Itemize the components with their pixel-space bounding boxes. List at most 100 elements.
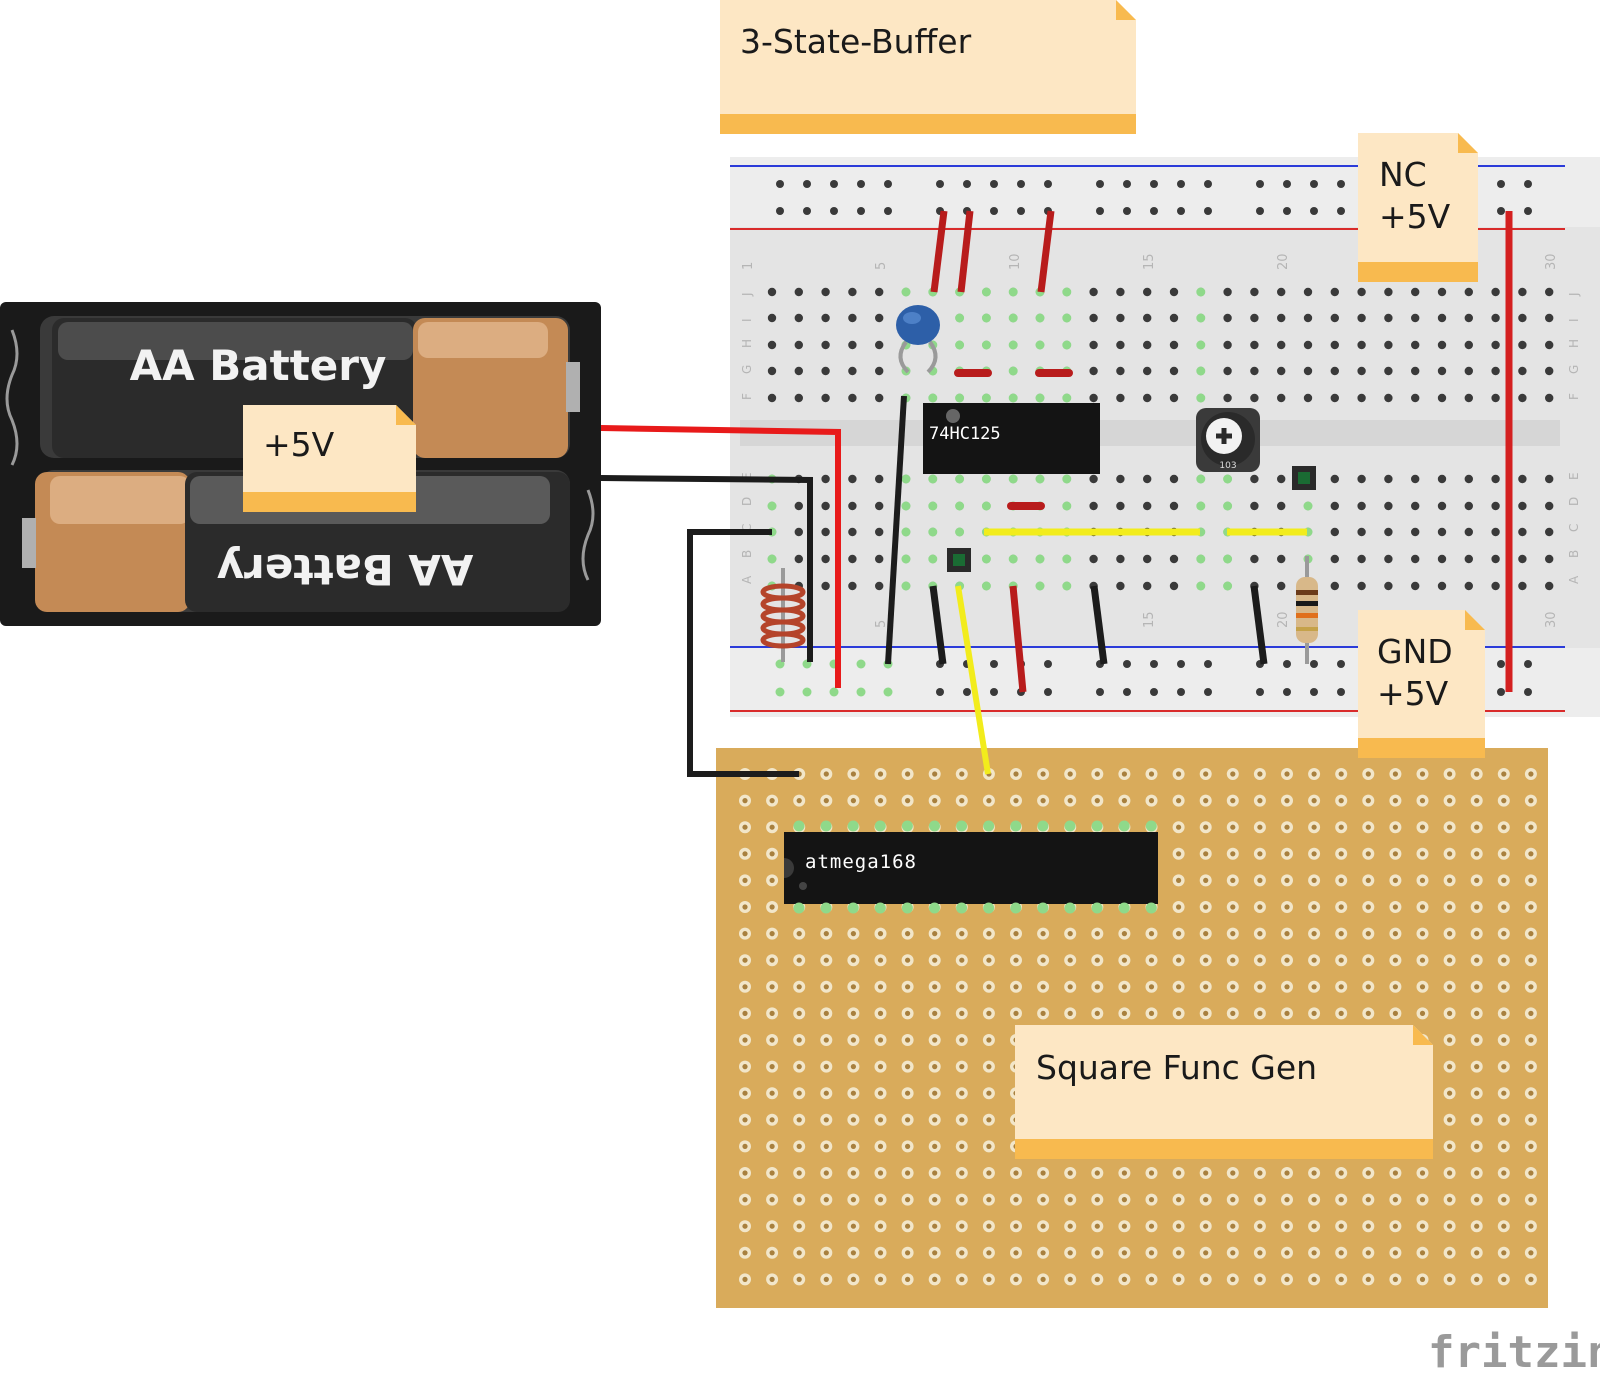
perfboard-hole-center: [1447, 1276, 1453, 1282]
spring-icon: [581, 489, 595, 581]
perfboard-hole-center: [1528, 1064, 1534, 1070]
perfboard-hole-center: [1419, 1223, 1426, 1229]
rail-hole: [857, 180, 865, 188]
connected-hole: [1008, 287, 1018, 297]
perfboard-hole-center: [1067, 1010, 1073, 1017]
connected-hole: [981, 474, 991, 484]
perfboard-hole-center: [796, 1170, 802, 1176]
perfboard-hole-center: [959, 1170, 965, 1176]
perfboard-hole-center: [986, 931, 992, 937]
breadboard-hole: [1518, 581, 1527, 591]
perfboard-hole-center: [877, 1090, 884, 1096]
rail-hole: [1497, 688, 1505, 696]
perfboard-hole-center: [986, 1117, 992, 1123]
perfboard-hole-center: [742, 851, 748, 857]
breadboard-hole: [1143, 287, 1152, 297]
perfboard-hole-center: [742, 1170, 748, 1176]
perfboard-hole-center: [1501, 904, 1507, 910]
perfboard-hole-center: [1284, 984, 1290, 990]
breadboard-hole: [1437, 581, 1447, 591]
column-number: 1: [741, 262, 756, 270]
perfboard-hole-center: [1284, 1250, 1290, 1256]
perfboard-hole-center: [796, 1090, 802, 1096]
perfboard-hole-center: [1203, 984, 1209, 990]
breadboard-hole: [1330, 527, 1340, 537]
perfboard-hole-center: [1311, 1276, 1317, 1282]
perfboard-hole-center: [1528, 798, 1534, 804]
perfboard-hole-center: [959, 1064, 965, 1070]
rail-hole: [830, 207, 838, 215]
atmega168-pin: [1145, 902, 1157, 914]
rail-hole: [990, 660, 998, 668]
perfboard-hole-center: [1419, 1010, 1426, 1017]
jumper-red: [1009, 585, 1027, 693]
row-letter: E: [1567, 472, 1581, 480]
breadboard-hole: [821, 554, 830, 564]
rail-hole: [1310, 660, 1318, 668]
perfboard-hole-center: [1203, 1276, 1209, 1282]
perfboard-hole-center: [959, 1143, 965, 1149]
perfboard-hole-center: [1040, 957, 1046, 963]
perfboard-hole-center: [1148, 771, 1155, 777]
breadboard-hole: [848, 554, 857, 564]
perfboard-hole-center: [1230, 771, 1236, 777]
jumper-red: [930, 210, 948, 293]
atmega168-pin: [820, 902, 832, 914]
perfboard-hole-center: [1284, 824, 1290, 830]
perfboard-hole-center: [1176, 1010, 1182, 1017]
perfboard-hole-center: [905, 1276, 911, 1282]
resistor-icon: [1296, 556, 1318, 664]
breadboard-hole: [821, 581, 830, 591]
battery-label-bottom: AA Battery: [217, 545, 474, 594]
perfboard-hole-center: [986, 1090, 992, 1096]
perfboard-hole-center: [1501, 824, 1507, 830]
breadboard-hole: [875, 287, 884, 297]
breadboard-hole: [821, 313, 830, 323]
rail-hole: [1337, 688, 1345, 696]
jumper-red: [1037, 210, 1055, 293]
perfboard-hole-center: [1474, 1250, 1480, 1256]
connected-hole: [1223, 474, 1233, 484]
perfboard-hole-center: [1501, 771, 1507, 777]
perfboard-hole-center: [796, 1037, 802, 1043]
perfboard-hole-center: [1176, 984, 1182, 990]
perfboard-hole-center: [1013, 1250, 1019, 1256]
breadboard-hole: [1384, 554, 1393, 564]
perfboard-hole-center: [1040, 1170, 1046, 1176]
perfboard-hole-center: [1121, 957, 1127, 963]
perfboard-hole-center: [1338, 851, 1344, 857]
atmega168-pin: [793, 820, 805, 832]
connected-hole: [928, 474, 938, 484]
breadboard-hole: [848, 287, 857, 297]
perfboard-hole-center: [1419, 957, 1426, 963]
perfboard-hole-center: [1230, 984, 1236, 990]
rail-hole: [884, 207, 892, 215]
breadboard-hole: [1250, 287, 1259, 297]
breadboard-hole: [1384, 366, 1393, 376]
perfboard-hole-center: [1040, 984, 1046, 990]
row-letter: F: [1567, 393, 1581, 400]
perfboard-hole-center: [1419, 1276, 1426, 1282]
atmega168-pin: [929, 902, 940, 914]
perfboard-hole-center: [877, 1037, 884, 1043]
perfboard-hole-center: [1501, 1064, 1507, 1070]
connected-hole: [928, 527, 938, 537]
connected-hole: [1196, 474, 1206, 484]
atmega168-pin: [1091, 820, 1103, 832]
perfboard-hole-center: [932, 1223, 938, 1229]
breadboard-hole: [1518, 474, 1527, 484]
breadboard-hole: [821, 501, 830, 511]
perfboard-hole-center: [1447, 824, 1453, 830]
connected-hole: [901, 287, 911, 297]
breadboard-hole: [1330, 393, 1340, 403]
perfboard-hole-center: [1338, 931, 1344, 937]
perfboard-hole-center: [1392, 1197, 1398, 1203]
breadboard-hole: [794, 554, 803, 564]
connected-hole: [901, 527, 911, 537]
breadboard-hole: [875, 340, 884, 350]
perfboard-hole-center: [1474, 984, 1480, 990]
atmega168-pins: [793, 820, 1157, 914]
perfboard-hole-center: [1447, 1223, 1453, 1229]
perfboard-hole-center: [1040, 1250, 1046, 1256]
perfboard-hole-center: [1501, 1250, 1507, 1256]
